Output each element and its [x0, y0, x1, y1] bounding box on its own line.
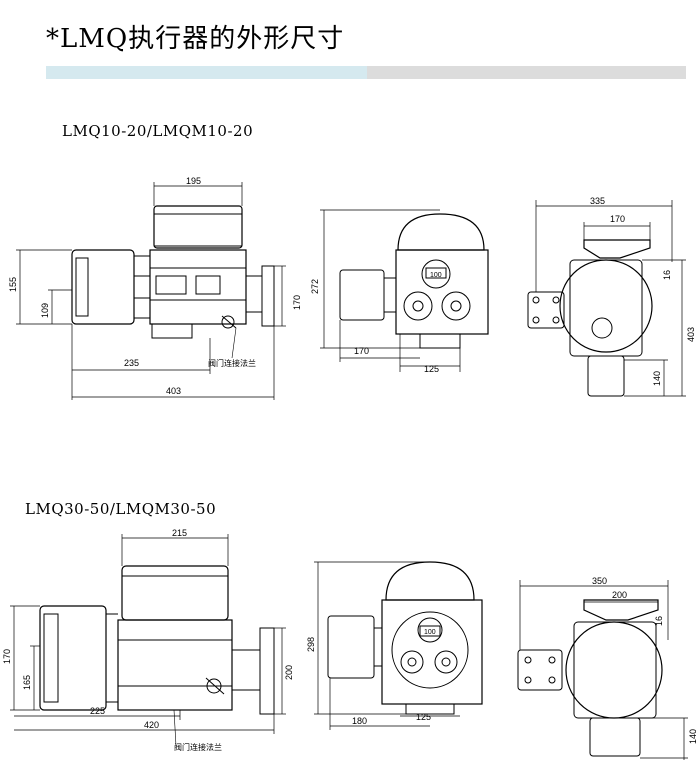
s2-flange-note: 阀门连接法兰: [174, 742, 222, 752]
s1-dim-109: 109: [40, 303, 50, 318]
s2-dim-298: 298: [306, 637, 316, 652]
s2-dim-200-vertical: 200: [284, 665, 294, 680]
s2-side-view: [10, 534, 286, 747]
s2-front-view: [314, 561, 483, 730]
s2-dim-200-top: 200: [612, 590, 627, 600]
page-title: *LMQ执行器的外形尺寸: [46, 24, 345, 54]
s2-dim-140: 140: [688, 729, 698, 744]
s2-dim-170: 170: [2, 649, 12, 664]
title-bar-accent: [46, 66, 367, 79]
s1-flange-note: 阀门连接法兰: [208, 358, 256, 368]
s1-dim-170-top: 170: [610, 214, 625, 224]
s1-front-view: [320, 209, 489, 372]
s2-dim-165: 165: [22, 675, 32, 690]
s1-dim-170-horizontal: 170: [354, 346, 369, 356]
s1-dim-100: 100: [430, 272, 442, 279]
s1-dim-195: 195: [186, 176, 201, 186]
section2-label: LMQ30-50/LMQM30-50: [25, 500, 217, 518]
s1-dim-140: 140: [652, 371, 662, 386]
s2-dim-125: 125: [416, 712, 431, 722]
s2-dim-180: 180: [352, 716, 367, 726]
s2-dim-225: 225: [90, 706, 105, 716]
section1-label: LMQ10-20/LMQM10-20: [62, 122, 254, 140]
s1-top-view: [527, 200, 686, 397]
s2-dim-100: 100: [424, 629, 436, 636]
s1-dim-170-vertical: 170: [292, 295, 302, 310]
s1-dim-125: 125: [424, 364, 439, 374]
s1-dim-272: 272: [310, 279, 320, 294]
s1-side-view: [16, 182, 286, 400]
s2-dim-215: 215: [172, 528, 187, 538]
s1-dim-16: 16: [662, 270, 672, 280]
s2-top-view: [517, 580, 688, 760]
s1-dim-403-vertical: 403: [686, 327, 696, 342]
s1-dim-403: 403: [166, 386, 181, 396]
title-bar-gray: [367, 66, 686, 79]
s1-dim-235: 235: [124, 358, 139, 368]
s2-dim-350: 350: [592, 576, 607, 586]
s2-dim-420: 420: [144, 720, 159, 730]
s1-dim-155: 155: [8, 277, 18, 292]
s1-dim-335: 335: [590, 196, 605, 206]
s2-dim-16: 16: [654, 616, 664, 626]
